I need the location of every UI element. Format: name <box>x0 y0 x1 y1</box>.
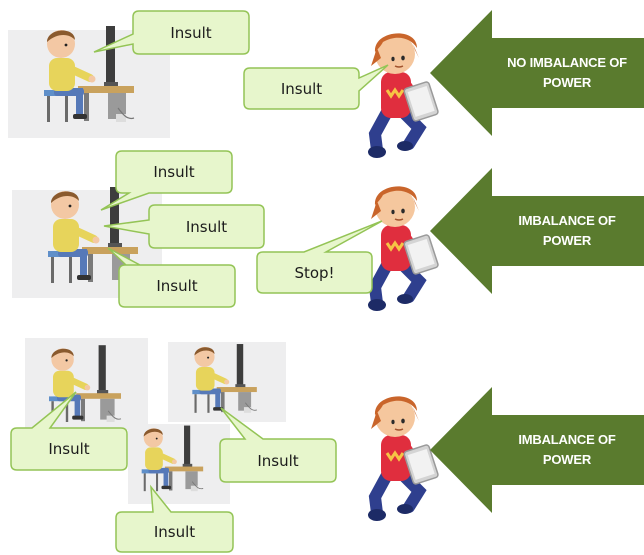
insult-speech-bubble: Insult <box>107 247 236 308</box>
arrow-label-line2: POWER <box>542 233 592 248</box>
insult-speech-bubble: Insult <box>10 391 128 471</box>
power-arrow: IMBALANCE OF POWER <box>430 168 644 294</box>
boy-at-computer-figure <box>128 416 210 498</box>
bubble-text: Insult <box>48 440 90 458</box>
insult-speech-bubble: Insult <box>219 407 337 483</box>
bubble-text: Insult <box>185 217 228 236</box>
bubble-text: Insult <box>280 79 323 98</box>
stop-speech-bubble: Stop! <box>256 220 383 294</box>
bubble-text: Stop! <box>294 263 335 282</box>
arrow-label: IMBALANCE OF POWER <box>492 196 642 266</box>
arrow-label: IMBALANCE OF POWER <box>492 415 642 485</box>
arrow-label-line2: POWER <box>542 75 592 90</box>
insult-speech-bubble: Insult <box>103 204 265 249</box>
power-arrow: IMBALANCE OF POWER <box>430 387 644 513</box>
arrow-label: NO IMBALANCE OF POWER <box>492 38 642 108</box>
boy-at-computer-figure <box>24 12 144 132</box>
insult-speech-bubble: Insult <box>115 484 234 553</box>
bubble-text: Insult <box>153 163 195 181</box>
insult-speech-bubble: Insult <box>243 64 389 110</box>
arrow-label-line1: NO IMBALANCE OF <box>507 55 627 70</box>
arrow-label-line2: POWER <box>542 452 592 467</box>
bubble-text: Insult <box>257 451 299 470</box>
insult-speech-bubble: Insult <box>100 150 233 211</box>
bubble-text: Insult <box>153 523 196 541</box>
boy-at-computer-figure <box>178 334 264 420</box>
arrow-label-line1: IMBALANCE OF <box>518 213 616 228</box>
insult-speech-bubble: Insult <box>93 10 250 55</box>
bubble-text: Insult <box>156 277 198 295</box>
power-arrow: NO IMBALANCE OF POWER <box>430 10 644 136</box>
bubble-text: Insult <box>170 23 212 42</box>
arrow-label-line1: IMBALANCE OF <box>518 432 616 447</box>
